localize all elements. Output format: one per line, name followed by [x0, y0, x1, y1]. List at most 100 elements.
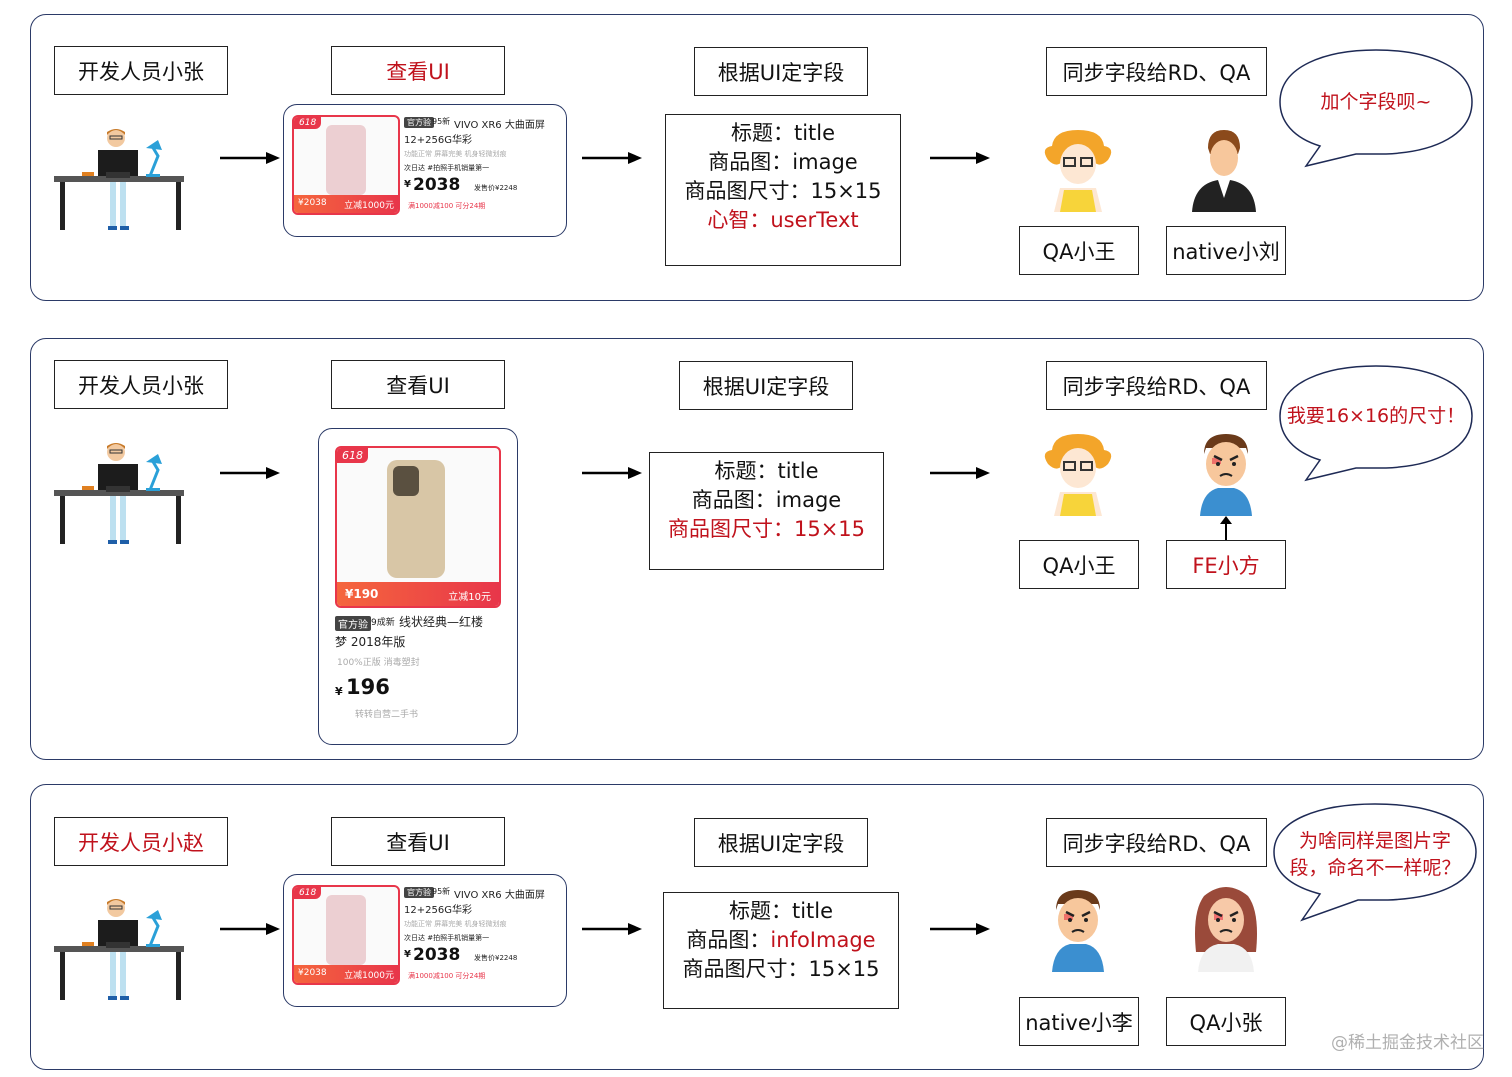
grade-tag: 95新 — [432, 887, 451, 896]
sync-label-2: 同步字段给RD、QA — [1046, 361, 1267, 410]
person-label-3a: native小李 — [1019, 997, 1139, 1046]
grade-tag: 95新 — [432, 117, 451, 126]
person-label-2a: QA小王 — [1019, 540, 1139, 589]
field-image-size: 商品图尺寸：15×15 — [667, 517, 866, 541]
product-card-phone-3: 618 ¥2038 立减1000元 官方验 95新 VIVO XR6 大曲面屏 … — [283, 874, 567, 1007]
arrow-icon — [582, 923, 642, 935]
price-symbol: ¥ — [404, 179, 411, 190]
field-user-text: 心智：userText — [707, 208, 859, 232]
angry-fe-avatar-icon — [1200, 434, 1252, 516]
field-title: 标题：title — [728, 899, 834, 923]
price-symbol: ¥ — [335, 685, 343, 698]
arrow-icon — [930, 923, 990, 935]
price-strip: ¥2038 立减1000元 — [294, 195, 398, 213]
field-image-size: 商品图尺寸：15×15 — [684, 179, 882, 203]
product-title-2: 12+256G华彩 — [404, 905, 472, 916]
price-value: 2038 — [413, 945, 461, 965]
arrow-icon — [220, 152, 280, 164]
product-card-phone-1: 618 ¥2038 立减1000元 官方验 95新 VIVO XR6 大曲面屏 … — [283, 104, 567, 237]
speech-bubble-1 — [1279, 49, 1473, 168]
condition-chips: 功能正常 屏幕完美 机身轻微划痕 — [404, 150, 507, 158]
promo-info: 满1000减100 可分24期 — [408, 202, 486, 210]
developer-at-desk-icon — [54, 443, 184, 544]
define-fields-label-2: 根据UI定字段 — [679, 361, 853, 410]
seller-name: 转转自营二手书 — [355, 710, 419, 720]
qa-girl-avatar-icon — [1044, 130, 1112, 212]
arrow-icon — [220, 467, 280, 479]
product-title-2: 12+256G华彩 — [404, 135, 472, 146]
developer-label-2: 开发人员小张 — [54, 360, 228, 409]
strip-price: ¥2038 — [298, 968, 327, 978]
promo-badge: 618 — [337, 448, 368, 463]
field-image-name: infoImage — [770, 928, 876, 952]
developer-label-3: 开发人员小赵 — [54, 817, 228, 866]
developer-at-desk-icon — [54, 129, 184, 230]
field-image-key: 商品图： — [686, 928, 771, 952]
strip-off: 立减1000元 — [344, 201, 394, 211]
product-title-1: VIVO XR6 大曲面屏 — [454, 890, 545, 901]
original-price: 发售价¥2248 — [474, 184, 518, 192]
person-label-1a: QA小王 — [1019, 226, 1139, 275]
condition-chips: 功能正常 屏幕完美 机身轻微划痕 — [404, 920, 507, 928]
strip-price: ¥190 — [345, 587, 379, 601]
condition-chips: 100%正版 消毒塑封 — [337, 658, 420, 668]
arrow-icon — [930, 467, 990, 479]
arrow-icon — [582, 467, 642, 479]
view-ui-label-2: 查看UI — [331, 360, 505, 409]
delivery-info: 次日达 #拍照手机销量第一 — [404, 934, 490, 942]
original-price: 发售价¥2248 — [474, 954, 518, 962]
view-ui-label-1: 查看UI — [331, 46, 505, 95]
bubble-text-3: 为啥同样是图片字段，命名不一样呢？ — [1289, 830, 1461, 879]
price-symbol: ¥ — [404, 949, 411, 960]
price-value: 196 — [346, 675, 390, 699]
official-tag: 官方验 — [404, 887, 434, 898]
person-label-2b: FE小方 — [1166, 540, 1286, 589]
official-tag: 官方验 — [404, 117, 434, 128]
field-image-size: 商品图尺寸：15×15 — [682, 957, 880, 981]
arrow-icon — [220, 923, 280, 935]
product-image: 618 ¥2038 立减1000元 — [292, 115, 400, 215]
arrow-icon — [582, 152, 642, 164]
define-fields-label-3: 根据UI定字段 — [694, 818, 868, 867]
official-tag: 官方验 — [335, 616, 371, 631]
product-image: 618 ¥2038 立减1000元 — [292, 885, 400, 985]
field-title: 标题：title — [730, 121, 836, 145]
promo-info: 满1000减100 可分24期 — [408, 972, 486, 980]
product-title-2: 梦 2018年版 — [335, 635, 406, 649]
strip-off: 立减10元 — [448, 592, 491, 603]
arrow-icon — [930, 152, 990, 164]
angry-qa-woman-avatar-icon — [1195, 887, 1257, 972]
price-value: 2038 — [413, 175, 461, 195]
delivery-info: 次日达 #拍照手机销量第一 — [404, 164, 490, 172]
define-fields-label-1: 根据UI定字段 — [694, 47, 868, 96]
price-strip: ¥190 立减10元 — [337, 582, 499, 606]
watermark: @稀土掘金技术社区 — [1331, 1033, 1484, 1053]
promo-badge: 618 — [294, 117, 322, 129]
speech-bubble-3 — [1273, 803, 1477, 922]
strip-off: 立减1000元 — [344, 971, 394, 981]
developer-at-desk-icon — [54, 899, 184, 1000]
person-label-3b: QA小张 — [1166, 997, 1286, 1046]
field-definition-box-1: 标题：title 商品图：image 商品图尺寸：15×15 心智：userTe… — [665, 114, 901, 266]
product-title-1: VIVO XR6 大曲面屏 — [454, 120, 545, 131]
product-title-1: 线状经典—红楼 — [399, 615, 484, 629]
grade-tag: 9成新 — [371, 618, 395, 628]
qa-girl-avatar-icon — [1044, 434, 1112, 516]
sync-label-1: 同步字段给RD、QA — [1046, 47, 1267, 96]
view-ui-label-3: 查看UI — [331, 817, 505, 866]
bubble-text-1: 加个字段呗~ — [1320, 90, 1432, 113]
field-image: 商品图：infoImage — [664, 926, 898, 955]
native-man-avatar-icon — [1192, 130, 1256, 212]
field-image: 商品图：image — [691, 488, 842, 512]
sync-label-3: 同步字段给RD、QA — [1046, 818, 1267, 867]
product-image: 618 ¥190 立减10元 — [335, 446, 501, 608]
angry-native-avatar-icon — [1052, 890, 1104, 972]
field-title: 标题：title — [714, 459, 819, 483]
strip-price: ¥2038 — [298, 198, 327, 208]
person-label-1b: native小刘 — [1166, 226, 1286, 275]
up-arrow-icon — [1220, 516, 1232, 542]
bubble-text-2: 我要16×16的尺寸！ — [1286, 404, 1466, 427]
product-card-book: 618 ¥190 立减10元 官方验 9成新 线状经典—红楼 梦 2018年版 … — [318, 428, 518, 745]
speech-bubble-2 — [1279, 365, 1473, 482]
promo-badge: 618 — [294, 887, 322, 899]
